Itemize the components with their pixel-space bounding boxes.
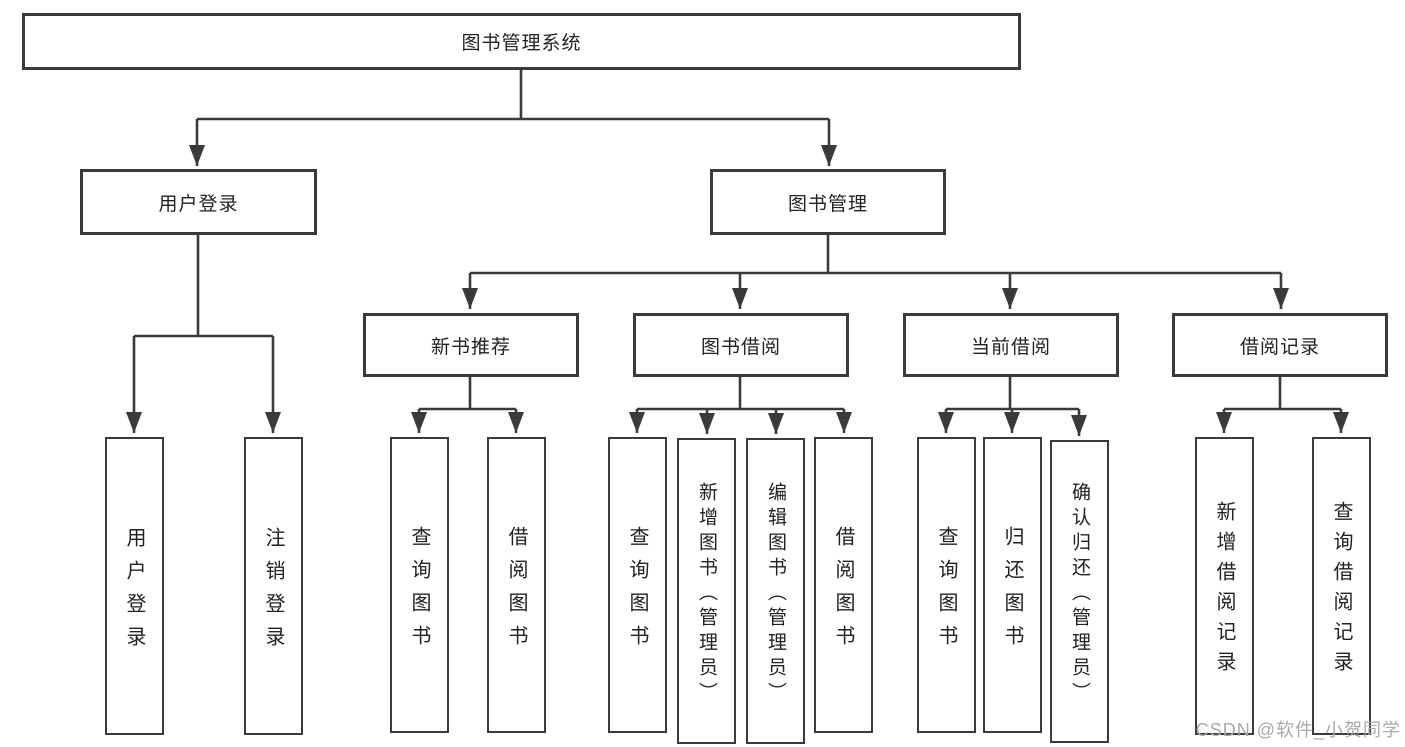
node-root-library-system: 图书管理系统 (22, 13, 1021, 70)
leaf-query-books-current: 查询图书 (917, 437, 976, 733)
leaf-add-borrow-record: 新增借阅记录 (1195, 437, 1254, 735)
leaf-return-books: 归还图书 (983, 437, 1042, 733)
csdn-watermark: CSDN @软件_小贺同学 (1195, 720, 1401, 740)
node-current-borrowing: 当前借阅 (903, 313, 1119, 377)
leaf-user-login: 用户登录 (105, 437, 164, 735)
leaf-confirm-return-admin: 确认归还（管理员） (1050, 440, 1109, 743)
node-book-borrowing: 图书借阅 (633, 313, 849, 377)
node-user-login: 用户登录 (80, 169, 317, 235)
node-book-management: 图书管理 (710, 169, 946, 235)
node-new-book-recommend: 新书推荐 (363, 313, 579, 377)
leaf-edit-books-admin: 编辑图书（管理员） (746, 438, 805, 744)
leaf-query-borrow-record: 查询借阅记录 (1312, 437, 1371, 735)
leaf-add-books-admin: 新增图书（管理员） (677, 438, 736, 744)
leaf-borrow-books-borrowing: 借阅图书 (814, 437, 873, 733)
leaf-query-books-newbooks: 查询图书 (390, 437, 449, 733)
leaf-borrow-books-newbooks: 借阅图书 (487, 437, 546, 733)
node-borrowing-records: 借阅记录 (1172, 313, 1388, 377)
leaf-query-books-borrowing: 查询图书 (608, 437, 667, 733)
leaf-logout: 注销登录 (244, 437, 303, 735)
